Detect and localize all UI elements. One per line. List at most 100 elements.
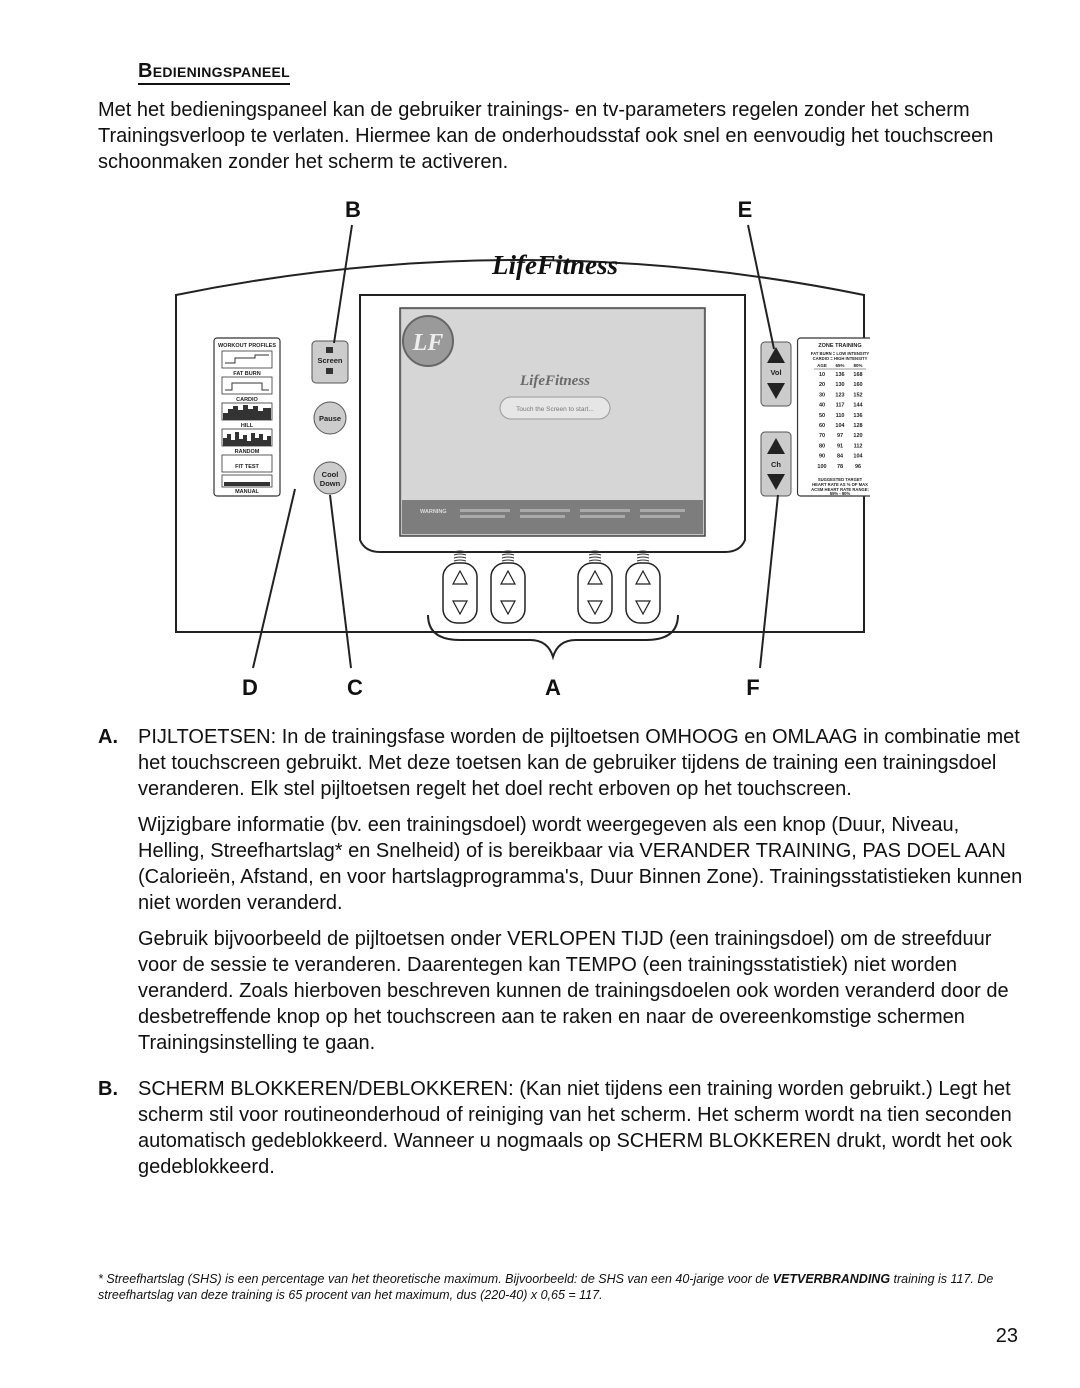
label-a: A	[545, 675, 561, 700]
workout-profiles-title: WORKOUT PROFILES	[218, 343, 276, 349]
arrow-up-icon[interactable]	[499, 569, 517, 585]
zone-cell: 10	[819, 372, 825, 378]
arrow-down-icon[interactable]	[451, 600, 469, 616]
arrow-keys	[442, 550, 661, 624]
svg-text:LF: LF	[412, 330, 444, 356]
cool-down-button[interactable]: Cool Down	[313, 461, 347, 495]
profile-cardio[interactable]: CARDIO	[221, 376, 273, 403]
footnote-bold: VETVERBRANDING	[772, 1272, 891, 1286]
profile-fat-burn[interactable]: FAT BURN	[221, 350, 273, 377]
svg-text:SUGGESTED TARGET: SUGGESTED TARGET	[818, 477, 863, 482]
screen-brand: LifeFitness	[519, 373, 590, 389]
zone-cell: 152	[853, 392, 862, 398]
zone-cell: 40	[819, 403, 825, 409]
zone-cell: 70	[819, 433, 825, 439]
zone-cell: 30	[819, 392, 825, 398]
screen-lock-button[interactable]: Screen	[311, 340, 349, 384]
arrow-up-icon[interactable]	[451, 569, 469, 585]
svg-text:Ch: Ch	[771, 460, 781, 469]
zone-cell: 97	[837, 433, 843, 439]
svg-text:FAT BURN: FAT BURN	[233, 371, 260, 377]
control-panel-diagram: LifeFitness LF LifeFitness Touch the Scr…	[170, 195, 870, 705]
item-paragraph: SCHERM BLOKKEREN/DEBLOKKEREN: (Kan niet …	[138, 1078, 1013, 1178]
item-letter: A.	[98, 726, 118, 748]
leader-b	[333, 224, 353, 344]
list-item: A. PIJLTOETSEN: In de trainingsfase word…	[98, 724, 1028, 1066]
zone-cell: 104	[853, 454, 863, 460]
svg-text:65%: 65%	[835, 363, 844, 368]
zone-cell: 80	[819, 443, 825, 449]
svg-text:80%: 80%	[853, 363, 862, 368]
item-paragraph: Gebruik bijvoorbeeld de pijltoetsen onde…	[138, 928, 1009, 1054]
label-c: C	[347, 675, 363, 700]
arrow-key-pair[interactable]	[490, 550, 526, 624]
profile-hill[interactable]: HILL	[221, 402, 273, 429]
svg-text:RANDOM: RANDOM	[235, 449, 260, 455]
intro-paragraph: Met het bedieningspaneel kan de gebruike…	[98, 99, 994, 173]
leader-c	[329, 494, 352, 669]
screen-prompt: Touch the Screen to start...	[516, 406, 594, 413]
arrow-key-pair[interactable]	[442, 550, 478, 624]
svg-text:FAT BURN = LOW INTENSITY: FAT BURN = LOW INTENSITY	[811, 351, 870, 356]
profile-fit-test[interactable]: FIT TEST	[221, 454, 273, 473]
item-paragraph: Wijzigbare informatie (bv. een trainings…	[138, 814, 1023, 914]
zone-cell: 50	[819, 413, 825, 419]
svg-text:MANUAL: MANUAL	[235, 489, 259, 495]
arrow-down-icon[interactable]	[634, 600, 652, 616]
svg-text:Pause: Pause	[319, 414, 341, 423]
svg-text:HILL: HILL	[241, 423, 254, 429]
svg-text:CARDIO: CARDIO	[236, 397, 258, 403]
zone-cell: 104	[835, 423, 845, 429]
pause-button[interactable]: Pause	[313, 401, 347, 435]
list-item: B. SCHERM BLOKKEREN/DEBLOKKEREN: (Kan ni…	[98, 1076, 1028, 1190]
label-d: D	[242, 675, 258, 700]
arrow-up-icon[interactable]	[634, 569, 652, 585]
footnote-part2: training is 117. De streefhartslag van d…	[98, 1272, 994, 1302]
svg-text:55% - 90%: 55% - 90%	[830, 491, 851, 496]
zone-training-panel	[796, 337, 870, 497]
bracket-a	[427, 614, 679, 661]
profile-random[interactable]: RANDOM	[221, 428, 273, 455]
arrow-key-pair[interactable]	[577, 550, 613, 624]
arrow-down-icon[interactable]	[586, 600, 604, 616]
zone-training-table: ZONE TRAINING FAT BURN = LOW INTENSITY C…	[811, 343, 870, 496]
leader-e	[747, 224, 775, 350]
svg-text:Screen: Screen	[317, 356, 342, 365]
arrow-up-icon[interactable]	[586, 569, 604, 585]
lf-logo	[402, 315, 454, 367]
svg-text:Cool: Cool	[322, 470, 339, 479]
item-list: A. PIJLTOETSEN: In de trainingsfase word…	[98, 724, 1028, 1200]
label-e: E	[738, 197, 753, 222]
zone-cell: 117	[836, 403, 845, 409]
footnote: * Streefhartslag (SHS) is een percentage…	[98, 1271, 1028, 1303]
screen-footer: WARNING	[420, 509, 447, 515]
item-letter: B.	[98, 1078, 118, 1100]
profile-manual[interactable]: MANUAL	[221, 474, 273, 495]
item-paragraph: PIJLTOETSEN: In de trainingsfase worden …	[138, 726, 1020, 800]
zone-cell: 96	[855, 464, 861, 470]
arrow-down-icon[interactable]	[499, 600, 517, 616]
svg-text:AGE: AGE	[817, 363, 827, 368]
section-title: Bedieningspaneel	[138, 60, 291, 85]
label-f: F	[746, 675, 759, 700]
channel-buttons[interactable]: Ch	[760, 431, 792, 497]
zone-cell: 136	[835, 372, 844, 378]
zone-cell: 90	[819, 454, 825, 460]
zone-cell: 120	[853, 433, 862, 439]
touch-to-start-button	[499, 396, 611, 420]
svg-text:ACSM HEART RATE RANGE:: ACSM HEART RATE RANGE:	[811, 487, 869, 492]
zone-cell: 20	[819, 382, 825, 388]
zone-cell: 168	[853, 372, 862, 378]
svg-text:Down: Down	[320, 479, 341, 488]
svg-text:CARDIO = HIGH INTENSITY: CARDIO = HIGH INTENSITY	[813, 356, 868, 361]
svg-text:Vol: Vol	[770, 368, 781, 377]
brand-logo: LifeFitness	[491, 250, 618, 280]
zone-cell: 144	[853, 403, 863, 409]
arrow-key-pair[interactable]	[625, 550, 661, 624]
zone-cell: 136	[853, 413, 862, 419]
zone-cell: 60	[819, 423, 825, 429]
zone-cell: 123	[835, 392, 844, 398]
page-number: 23	[995, 1325, 1018, 1347]
volume-buttons[interactable]: Vol	[760, 341, 792, 407]
